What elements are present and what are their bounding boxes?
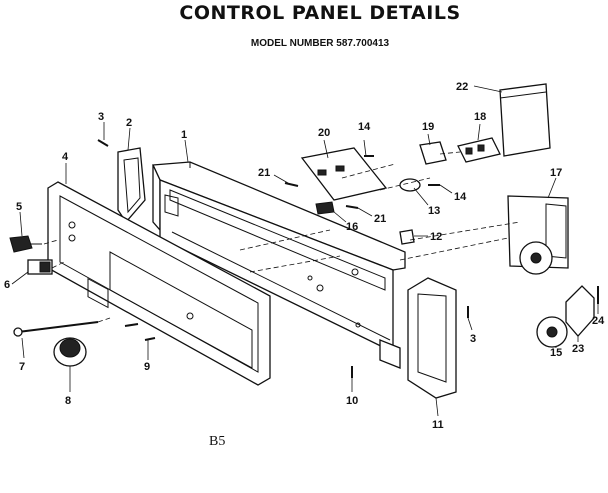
callout-5: 5	[16, 201, 22, 213]
leader-lines	[11, 85, 599, 417]
callout-1: 1	[181, 129, 187, 141]
callout-14: 14	[454, 191, 467, 203]
part-23-cam-plate	[565, 285, 599, 337]
part-7-shaft	[13, 321, 99, 337]
callout-7: 7	[19, 361, 25, 373]
page-code: B5	[209, 434, 226, 449]
callout-8: 8	[65, 395, 71, 407]
callout-12: 12	[430, 231, 442, 243]
part-16-terminal	[315, 201, 335, 215]
part-13-clamp	[399, 178, 421, 192]
callout-19: 19	[422, 121, 434, 133]
callout-4: 4	[62, 151, 69, 163]
part-1-console-backsplash	[152, 161, 406, 369]
part-2-left-end-cap	[117, 147, 146, 224]
part-17-timer	[507, 195, 569, 275]
part-20-bracket	[300, 147, 388, 201]
part-5-switch	[9, 235, 42, 253]
callout-22: 22	[456, 81, 468, 93]
callout-13: 13	[428, 205, 440, 217]
callout-3: 3	[98, 111, 104, 123]
callout-21: 21	[374, 213, 386, 225]
callout-23: 23	[572, 343, 584, 355]
callout-17: 17	[550, 167, 562, 179]
callout-24: 24	[592, 315, 605, 327]
callout-3: 3	[470, 333, 476, 345]
callout-9: 9	[144, 361, 150, 373]
callout-6: 6	[4, 279, 10, 291]
callout-20: 20	[318, 127, 330, 139]
part-11-right-end-cap	[407, 277, 457, 399]
callout-11: 11	[432, 419, 444, 431]
callout-labels: 1 2 3 3 4 5 6 7 8 9 10 11 12 13 14 14 15…	[4, 81, 605, 431]
model-number: MODEL NUMBER 587.700413	[250, 38, 390, 49]
part-15-timer-motor	[536, 316, 568, 348]
callout-2: 2	[126, 117, 132, 129]
callout-18: 18	[474, 111, 486, 123]
part-8-knob	[53, 337, 87, 367]
callout-16: 16	[346, 221, 358, 233]
callout-14: 14	[358, 121, 371, 133]
page-title: CONTROL PANEL DETAILS	[179, 2, 461, 24]
callout-10: 10	[346, 395, 358, 407]
part-12-clip	[399, 229, 415, 245]
callout-15: 15	[550, 347, 562, 359]
alignment-lines	[43, 151, 521, 323]
callout-21: 21	[258, 167, 270, 179]
part-22-timer-cover	[499, 83, 551, 157]
part-18-switch-assembly	[457, 137, 501, 163]
part-19-switch-block	[419, 141, 447, 165]
part-6-push-button	[27, 259, 53, 275]
